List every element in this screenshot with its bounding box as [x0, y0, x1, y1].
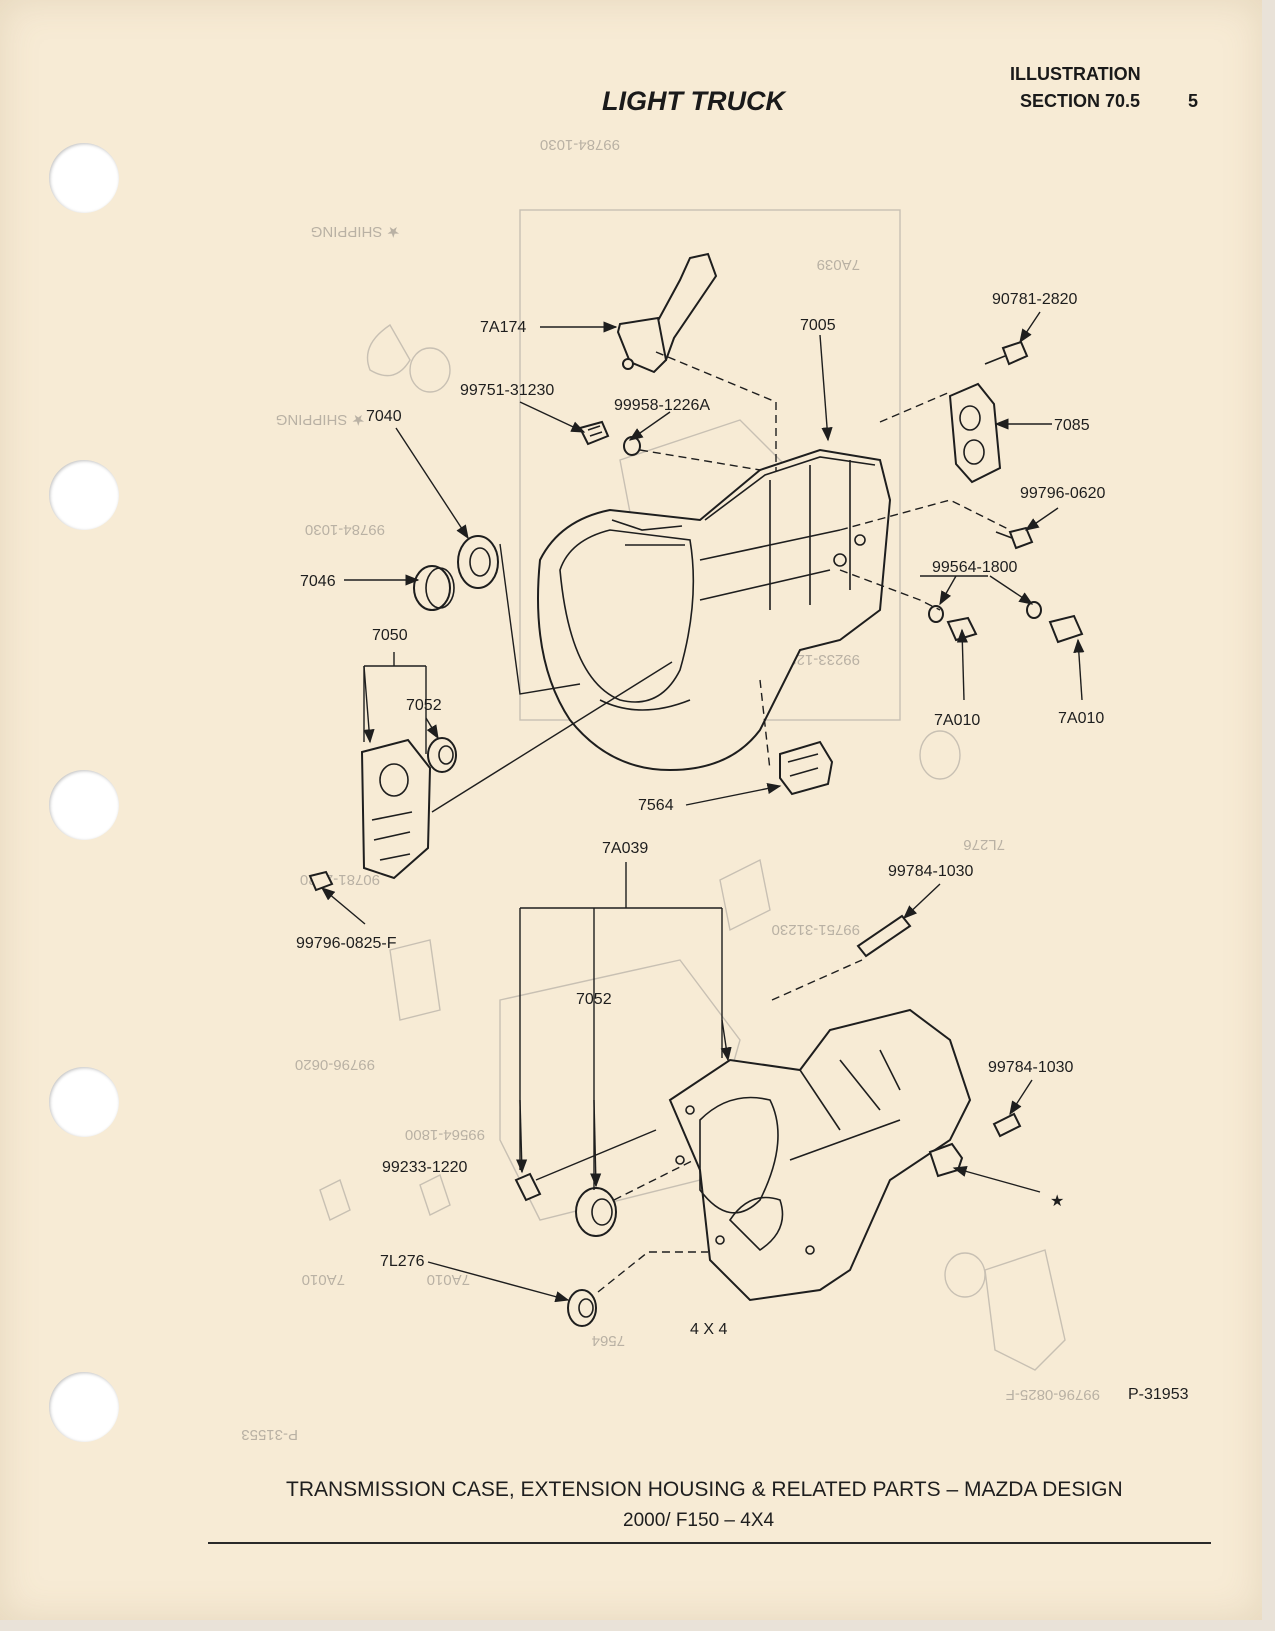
part-label-99784-1030: 99784-1030	[888, 863, 974, 880]
vent-part	[567, 1289, 597, 1327]
punch-hole	[49, 1067, 119, 1137]
star-marker: ★	[1050, 1193, 1064, 1210]
svg-text:99784-1030: 99784-1030	[305, 521, 385, 538]
leader-lines	[320, 311, 1085, 1303]
bolt-part	[992, 1112, 1022, 1138]
svg-text:99796-0825-F: 99796-0825-F	[1006, 1386, 1100, 1403]
part-label-7A174: 7A174	[480, 319, 526, 336]
part-label-7052: 7052	[576, 991, 612, 1008]
part-label-99958-1226A: 99958-1226A	[614, 397, 710, 414]
bleed-through-shadow	[319, 209, 1066, 1371]
bearing-retainer-part	[360, 738, 432, 880]
part-label-7A010: 7A010	[934, 712, 980, 729]
part-label-7005: 7005	[800, 317, 836, 334]
bolt-part	[984, 340, 1029, 366]
bolt-part	[995, 526, 1034, 550]
svg-text:7L276: 7L276	[963, 836, 1005, 853]
gasket-part	[779, 740, 834, 796]
cover-plate-part	[948, 382, 1002, 484]
part-label-99796-0620: 99796-0620	[1020, 485, 1106, 502]
figure-reference: P-31953	[1128, 1386, 1189, 1403]
configuration-label: 4 X 4	[690, 1321, 727, 1338]
part-label-99564-1800: 99564-1800	[932, 559, 1018, 576]
seal-part	[575, 1187, 617, 1237]
svg-text:99784-1030: 99784-1030	[540, 136, 620, 153]
part-label-99784-1030: 99784-1030	[988, 1059, 1074, 1076]
part-labels: 7A174 7005 90781-2820 99751-31230 99958-…	[296, 291, 1106, 1338]
punch-hole	[49, 1372, 119, 1442]
transmission-case-part	[537, 448, 892, 772]
bolt-part	[308, 870, 334, 892]
part-label-99751-31230: 99751-31230	[460, 382, 554, 399]
dowel-part	[514, 1172, 542, 1202]
svg-text:7A039: 7A039	[817, 256, 860, 273]
part-label-7050: 7050	[372, 627, 408, 644]
part-label-7A039: 7A039	[602, 840, 648, 857]
punch-hole	[49, 143, 119, 213]
part-label-7040: 7040	[366, 408, 402, 425]
extension-housing-part	[668, 1008, 972, 1302]
part-label-7085: 7085	[1054, 417, 1090, 434]
section-label: SECTION 70.5	[1020, 91, 1141, 111]
svg-text:99751-31230: 99751-31230	[772, 921, 860, 938]
svg-text:99233-1220: 99233-1220	[780, 651, 860, 668]
svg-text:7564: 7564	[592, 1332, 625, 1349]
part-label-90781-2820: 90781-2820	[992, 291, 1078, 308]
illustration-label: ILLUSTRATION	[1010, 64, 1141, 84]
svg-text:P-31553: P-31553	[241, 1426, 298, 1443]
svg-text:7A010: 7A010	[302, 1271, 345, 1288]
part-label-7564: 7564	[638, 797, 674, 814]
seal-part	[427, 737, 457, 773]
svg-text:99564-1800: 99564-1800	[405, 1126, 485, 1143]
caption-model: 2000/ F150 – 4X4	[623, 1510, 775, 1531]
punch-hole	[49, 770, 119, 840]
page-number: 5	[1188, 91, 1199, 111]
shift-lever-part	[616, 252, 718, 374]
washer-part	[623, 436, 641, 456]
part-label-7A010: 7A010	[1058, 710, 1104, 727]
footer-divider	[208, 1542, 1211, 1544]
bolt-part	[578, 420, 610, 446]
punch-hole	[49, 460, 119, 530]
part-label-99233-1220: 99233-1220	[382, 1159, 468, 1176]
part-label-7046: 7046	[300, 573, 336, 590]
svg-text:99796-0620: 99796-0620	[295, 1056, 375, 1073]
page-title: LIGHT TRUCK	[602, 86, 785, 116]
bolt-part	[856, 914, 912, 958]
bleed-through-labels: 99784-1030 ★ SHIPPING 7A039 ★ SHIPPING 9…	[241, 136, 1100, 1443]
svg-text:7A010: 7A010	[427, 1271, 470, 1288]
caption-title: TRANSMISSION CASE, EXTENSION HOUSING & R…	[286, 1478, 1123, 1501]
plug-part	[928, 601, 1084, 644]
seal-part	[457, 535, 499, 589]
part-label-99796-0825-F: 99796-0825-F	[296, 935, 397, 952]
bearing-part	[413, 565, 455, 611]
svg-text:★ SHIPPING: ★ SHIPPING	[311, 223, 400, 240]
part-label-7052: 7052	[406, 697, 442, 714]
svg-text:★ SHIPPING: ★ SHIPPING	[276, 411, 365, 428]
part-label-7L276: 7L276	[380, 1253, 425, 1270]
